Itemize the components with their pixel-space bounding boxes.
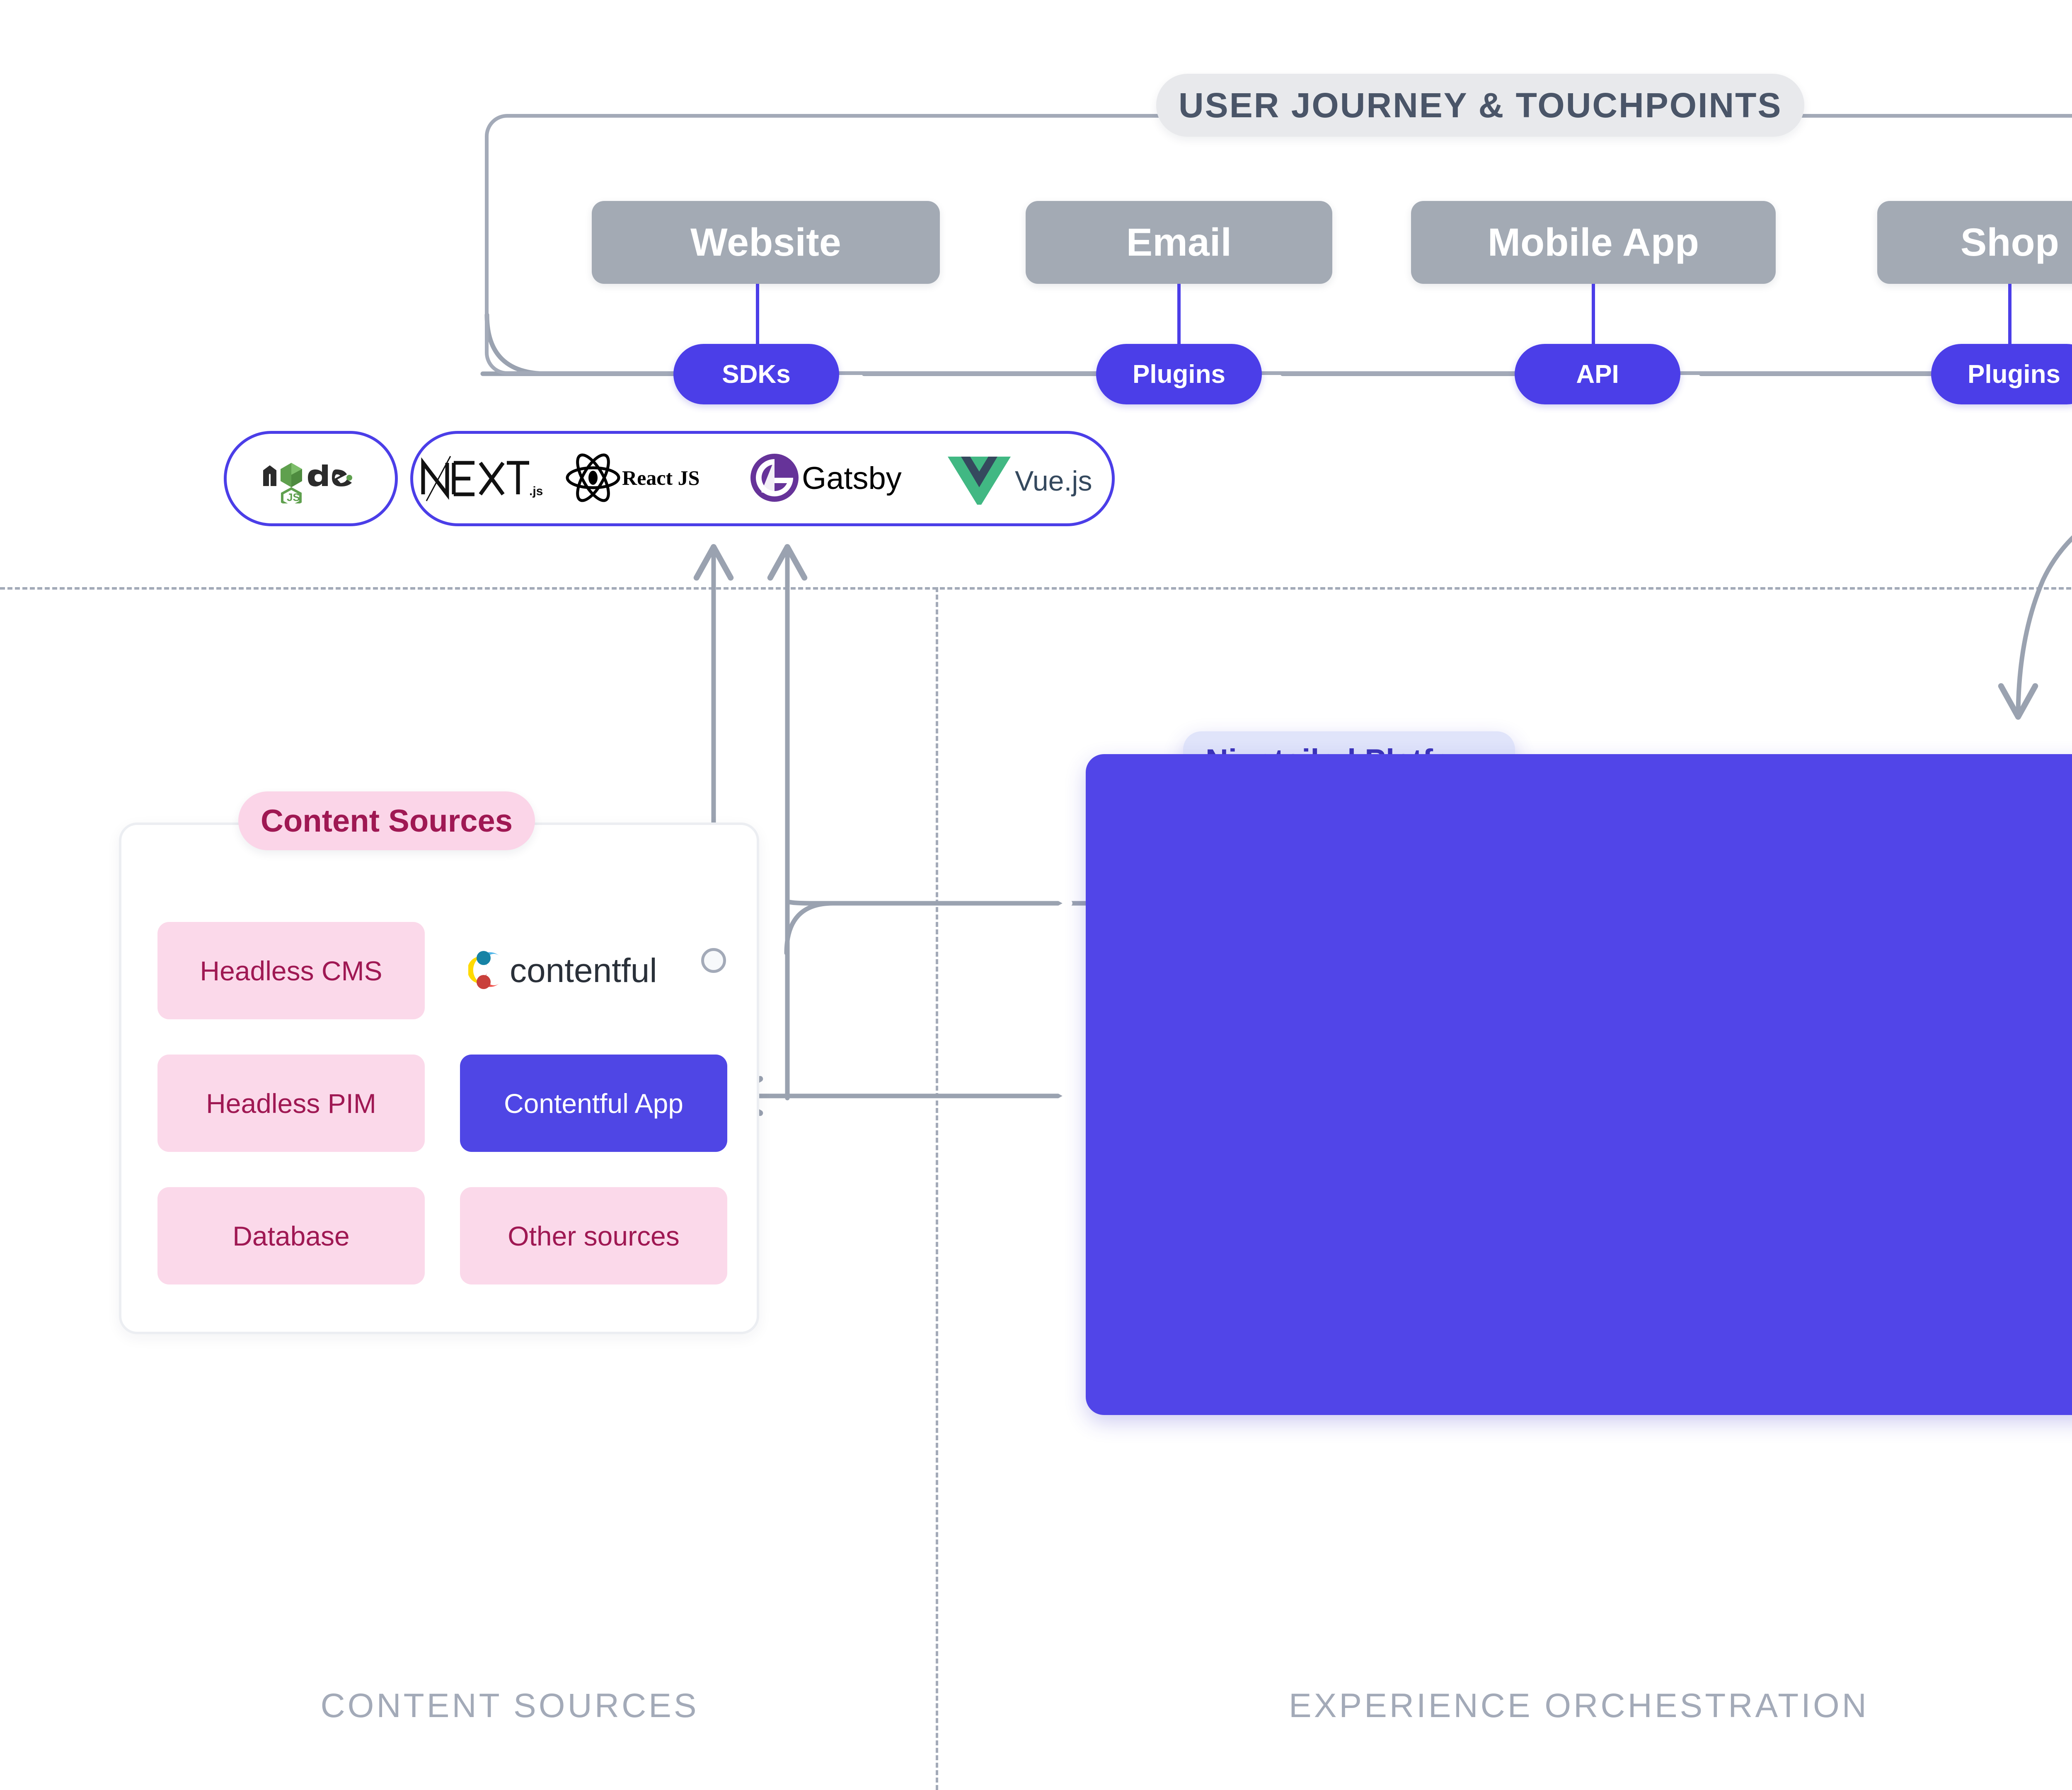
chip-headless-pim[interactable]: Headless PIM: [157, 1055, 425, 1152]
stem-shop: [2008, 284, 2011, 374]
node-js-logo: JS: [263, 463, 352, 503]
touchpoint-website[interactable]: Website: [592, 201, 940, 284]
chip-database[interactable]: Database: [157, 1187, 425, 1284]
zone-caption-experience-orchestration: EXPERIENCE ORCHESTRATION: [1289, 1687, 1869, 1725]
svg-text:.js: .js: [529, 484, 542, 498]
framework-bar[interactable]: .js React JS: [410, 431, 1115, 526]
chip-contentful-app[interactable]: Contentful App: [460, 1055, 727, 1152]
connector-pill-plugins-shop[interactable]: Plugins: [1931, 344, 2072, 404]
stem-mobile-app: [1592, 284, 1595, 374]
touchpoint-mobile-app[interactable]: Mobile App: [1411, 201, 1776, 284]
svg-text:contentful: contentful: [510, 952, 657, 989]
connector-pill-sdks[interactable]: SDKs: [673, 344, 839, 404]
svg-text:Vue.js: Vue.js: [1015, 465, 1092, 497]
touchpoint-shop[interactable]: Shop: [1877, 201, 2072, 284]
connector-pill-plugins-email[interactable]: Plugins: [1096, 344, 1262, 404]
ninetailed-platform-box: [1086, 754, 2072, 1415]
svg-text:Gatsby: Gatsby: [802, 461, 902, 496]
chip-other-sources[interactable]: Other sources: [460, 1187, 727, 1284]
node-runtime-bar[interactable]: JS: [224, 431, 398, 526]
connector-pill-api-mobile[interactable]: API: [1515, 344, 1680, 404]
nextjs-logo: .js: [418, 453, 543, 505]
chip-headless-cms[interactable]: Headless CMS: [157, 922, 425, 1019]
user-journey-title: USER JOURNEY & TOUCHPOINTS: [1156, 74, 1805, 137]
zone-caption-content-sources: CONTENT SOURCES: [320, 1687, 699, 1725]
stem-email: [1177, 284, 1181, 374]
content-sources-title: Content Sources: [238, 791, 535, 850]
touchpoint-email[interactable]: Email: [1026, 201, 1332, 284]
vertical-divider-left: [936, 587, 938, 1790]
svg-text:JS: JS: [287, 491, 300, 503]
stem-website: [756, 284, 759, 374]
svg-text:React JS: React JS: [622, 466, 700, 489]
vuejs-logo: Vue.js: [945, 451, 1107, 508]
horizontal-zone-divider: [0, 587, 2072, 590]
contentful-logo: contentful: [460, 932, 692, 1007]
gatsby-logo: Gatsby: [749, 451, 923, 507]
contentful-connector-node[interactable]: [701, 948, 726, 973]
reactjs-logo: React JS: [565, 451, 726, 507]
